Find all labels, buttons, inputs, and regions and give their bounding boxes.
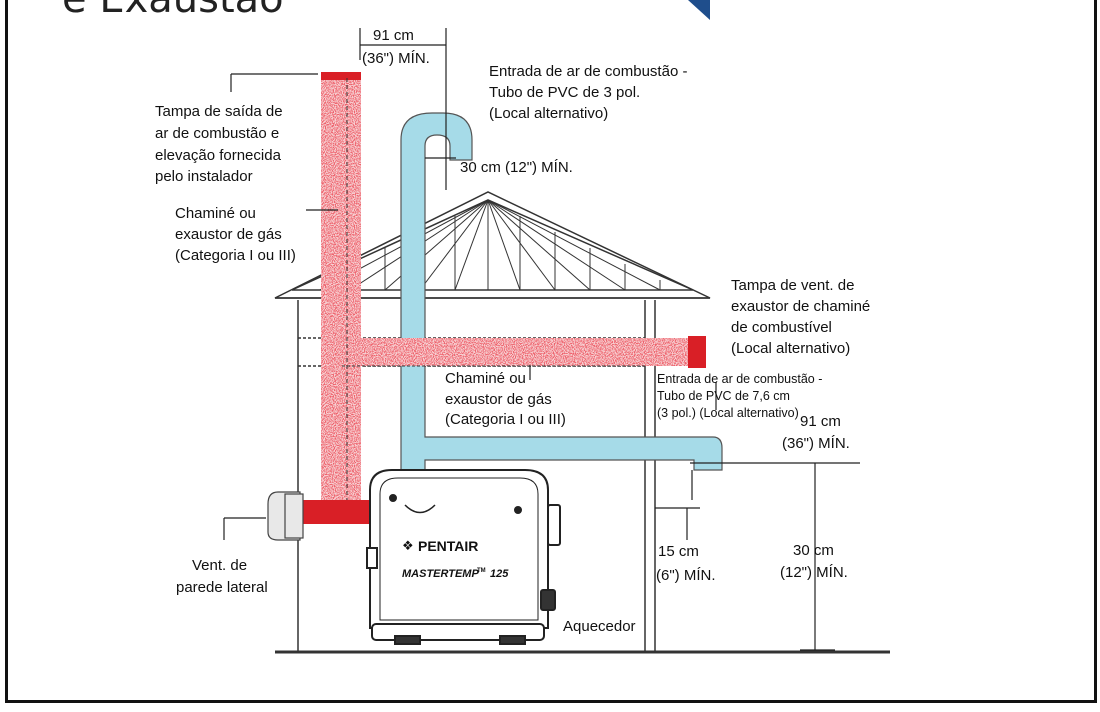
label-dim-91-right: 91 cm (36") MÍN. [782,413,850,452]
air-intake-pipe [400,112,723,471]
label-exhaust-cap: Tampa de saída de ar de combustão e elev… [155,103,283,185]
accent-triangle [688,0,710,20]
svg-text:91 cm: 91 cm [373,27,414,44]
svg-text:pelo instalador: pelo instalador [155,168,253,185]
svg-text:Aquecedor: Aquecedor [563,618,636,635]
dimension-lines [223,28,860,651]
brand-logo-diamond: ❖ [402,538,414,553]
svg-text:exaustor de gás: exaustor de gás [445,391,552,408]
side-wall-vent [267,491,304,541]
label-air-intake-top: Entrada de ar de combustão - Tubo de PVC… [489,63,687,122]
svg-text:Vent. de: Vent. de [192,557,247,574]
model-number: 125 [490,568,509,580]
label-chimney-middle: Chaminé ou exaustor de gás (Categoria I … [445,370,566,428]
svg-text:Tubo de PVC de 7,6 cm: Tubo de PVC de 7,6 cm [657,389,790,403]
heater-brand: ❖ PENTAIR MASTERTEMP TM 125 [402,538,509,580]
svg-text:de combustível: de combustível [731,319,832,336]
svg-text:Tubo de PVC de 3 pol.: Tubo de PVC de 3 pol. [489,84,640,101]
label-side-vent: Vent. de parede lateral [176,557,268,596]
svg-text:(36") MÍN.: (36") MÍN. [782,435,850,452]
svg-text:Chaminé ou: Chaminé ou [445,370,526,387]
model-label: MASTERTEMP [402,568,479,580]
svg-text:Chaminé ou: Chaminé ou [175,205,256,222]
svg-text:30 cm: 30 cm [793,542,834,559]
svg-text:Entrada de ar de combustão -: Entrada de ar de combustão - [657,372,822,386]
svg-text:ar de combustão e: ar de combustão e [155,125,279,142]
svg-text:91 cm: 91 cm [800,413,841,430]
svg-text:(Categoria I ou III): (Categoria I ou III) [175,247,296,264]
svg-text:(12") MÍN.: (12") MÍN. [780,564,848,581]
svg-text:(Local alternativo): (Local alternativo) [489,105,608,122]
label-vent-cap-right: Tampa de vent. de exaustor de chaminé de… [731,277,870,357]
svg-text:(6") MÍN.: (6") MÍN. [656,567,716,584]
label-air-intake-right: Entrada de ar de combustão - Tubo de PVC… [657,372,822,420]
svg-text:Tampa de vent. de: Tampa de vent. de [731,277,854,294]
slide-frame [5,0,1097,703]
svg-text:exaustor de chaminé: exaustor de chaminé [731,298,870,315]
label-heater: Aquecedor [563,618,636,635]
svg-text:15 cm: 15 cm [658,543,699,560]
label-dim-30-right: 30 cm (12") MÍN. [780,542,848,581]
svg-text:Tampa de saída de: Tampa de saída de [155,103,283,120]
label-dim-top: 91 cm (36") MÍN. [362,27,430,67]
svg-text:(36") MÍN.: (36") MÍN. [362,50,430,67]
label-chimney-left: Chaminé ou exaustor de gás (Categoria I … [175,205,296,264]
svg-text:(Categoria I ou III): (Categoria I ou III) [445,411,566,428]
slide-title: e Exaustão [62,0,284,22]
svg-text:parede lateral: parede lateral [176,579,268,596]
house-outline [274,191,890,654]
svg-text:30 cm (12") MÍN.: 30 cm (12") MÍN. [460,159,573,176]
heater-unit [366,469,561,645]
model-tm: TM [477,568,486,574]
brand-label: PENTAIR [418,538,478,554]
label-dim-30-top: 30 cm (12") MÍN. [460,159,573,176]
svg-text:exaustor de gás: exaustor de gás [175,226,282,243]
svg-text:(3 pol.) (Local alternativo): (3 pol.) (Local alternativo) [657,406,799,420]
svg-text:Entrada de ar de combustão -: Entrada de ar de combustão - [489,63,687,80]
svg-text:elevação fornecida: elevação fornecida [155,147,282,164]
svg-text:(Local alternativo): (Local alternativo) [731,340,850,357]
label-dim-15: 15 cm (6") MÍN. [656,543,716,584]
